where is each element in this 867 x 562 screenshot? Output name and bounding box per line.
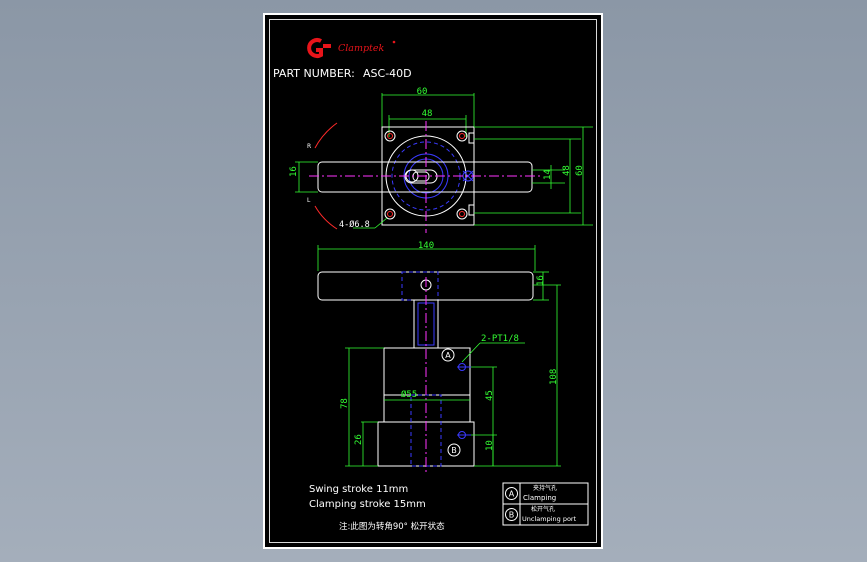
legend-a-cn: 夹持气孔 [533,484,557,492]
logo-text: Clamptek [338,43,385,54]
legend-b-cn: 松开气孔 [531,505,555,513]
dim-height-outer: 60 [575,165,585,176]
part-number-label: PART NUMBER: [273,67,355,80]
rotate-right-label: R [307,143,311,150]
legend-a-symbol: A [509,490,515,499]
port-b-symbol: B [451,446,457,455]
dim-width-outer: 60 [417,87,428,97]
clamping-stroke-note: Clamping stroke 15mm [309,499,426,510]
dim-arm-length: 140 [418,241,434,251]
chinese-note: 注:此图为转角90° 松开状态 [339,521,445,532]
dim-base-height: 26 [354,434,364,445]
dim-height-inner: 48 [562,165,572,176]
port-a-symbol: A [445,351,451,360]
port-legend-table: A B 夹持气孔 Clamping 松开气孔 Unclamping port [502,482,589,526]
swing-stroke-note: Swing stroke 11mm [309,484,408,495]
dim-body-height: 78 [340,398,350,409]
dim-port-b-height: 10 [485,440,495,451]
side-view: 140 16 A B [317,241,561,475]
top-view: 60 48 [289,87,593,233]
dim-arm-thickness: 16 [536,275,546,286]
drawing-canvas: Clamptek PART NUMBER: ASC-40D 60 48 [273,38,593,532]
dim-slot-width: 14 [543,169,553,180]
legend-b-symbol: B [509,511,515,520]
dim-arm-height: 16 [289,166,299,177]
drawing-frame [269,19,597,543]
rotate-left-label: L [307,197,311,204]
dim-width-inner: 48 [422,109,433,119]
clamptek-logo: Clamptek [307,38,396,58]
legend-a-en: Clamping [523,494,556,502]
dim-total-height: 108 [549,369,559,385]
port-callout: 2-PT1/8 [481,334,519,344]
hole-callout: 4-Ø6.8 [339,219,370,230]
dim-body-diameter: Ø55 [401,389,417,400]
part-number-value: ASC-40D [363,67,412,80]
legend-b-en: Unclamping port [522,515,577,523]
dim-port-a-height: 45 [485,390,495,401]
drawing-sheet: Clamptek PART NUMBER: ASC-40D 60 48 [263,13,603,549]
